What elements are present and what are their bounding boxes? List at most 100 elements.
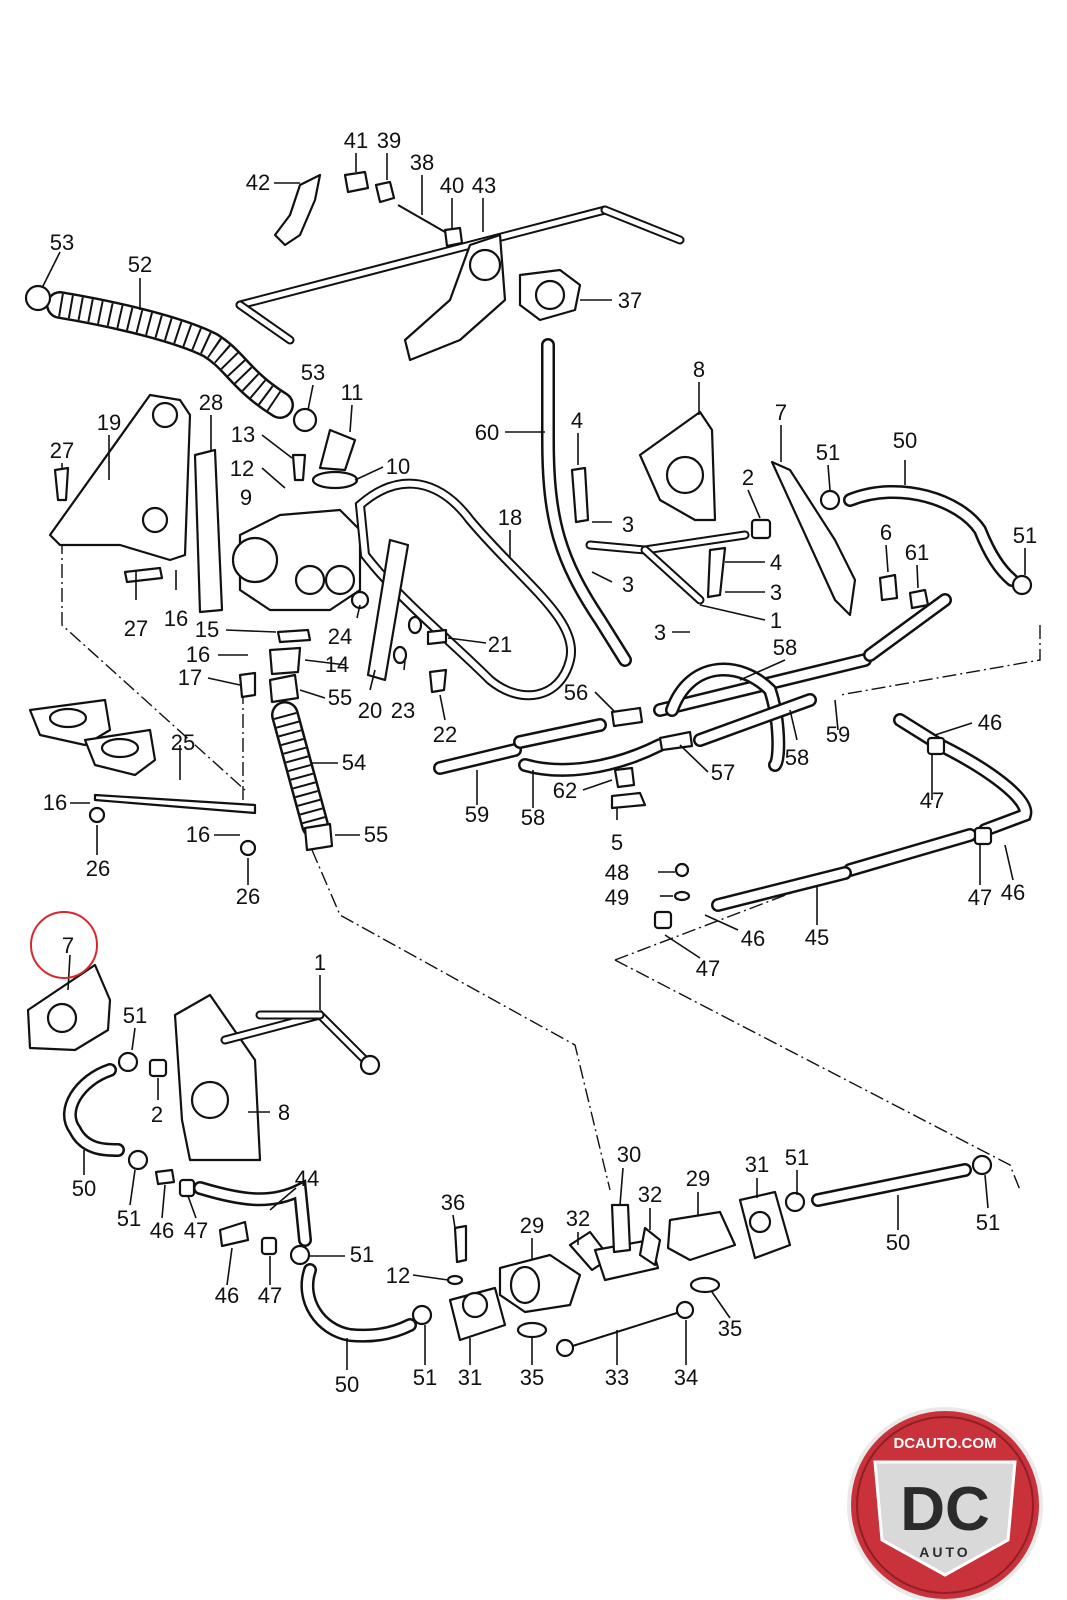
right-mid-line — [653, 713, 1033, 930]
tube-network — [433, 593, 952, 810]
fitting-46 — [154, 1168, 176, 1186]
washer-12 — [446, 1274, 464, 1286]
label-16-d: 16 — [186, 822, 210, 847]
label-46-e: 46 — [215, 1283, 239, 1308]
label-6: 6 — [880, 520, 892, 545]
label-22: 22 — [433, 722, 457, 747]
label-34: 34 — [674, 1365, 698, 1390]
label-15: 15 — [195, 617, 219, 642]
plate-28 — [193, 448, 224, 614]
tpiece-56 — [610, 706, 644, 728]
label-50-d: 50 — [335, 1372, 359, 1397]
label-3-c: 3 — [770, 580, 782, 605]
clamp-51-o — [411, 1304, 433, 1326]
label-38: 38 — [410, 150, 434, 175]
label-46-a: 46 — [978, 710, 1002, 735]
label-11: 11 — [341, 380, 364, 405]
clamp-55-top — [268, 673, 300, 704]
label-55-b: 55 — [364, 822, 388, 847]
label-51-a: 51 — [816, 440, 840, 465]
label-58-b: 58 — [785, 745, 809, 770]
label-24: 24 — [328, 624, 352, 649]
sleeve-47-low — [260, 1236, 278, 1256]
clamp-51-p — [784, 1191, 806, 1213]
label-4-top: 4 — [571, 408, 583, 433]
label-55-a: 55 — [328, 685, 352, 710]
label-26-b: 26 — [236, 884, 260, 909]
callout-labels: 41 39 42 38 40 43 53 52 37 53 11 60 4 8 … — [43, 128, 1037, 1397]
shield-7-top — [770, 460, 857, 617]
bolt-36 — [453, 1224, 468, 1264]
label-51-e: 51 — [785, 1145, 809, 1170]
label-12-low: 12 — [386, 1263, 410, 1288]
label-60: 60 — [475, 420, 499, 445]
banjo-1 — [359, 1054, 381, 1076]
label-48: 48 — [605, 860, 629, 885]
strap-20 — [366, 538, 410, 682]
dcauto-logo: DCAUTO.COM DC AUTO — [847, 1407, 1043, 1600]
label-16-a: 16 — [164, 606, 188, 631]
label-25: 25 — [171, 730, 195, 755]
clamp-51-n — [289, 1244, 311, 1266]
label-52: 52 — [128, 252, 152, 277]
label-35-b: 35 — [520, 1365, 544, 1390]
valve-29-right — [666, 1210, 737, 1262]
label-35-a: 35 — [718, 1316, 742, 1341]
label-39: 39 — [377, 128, 401, 153]
label-62: 62 — [553, 778, 577, 803]
label-50-c: 50 — [886, 1230, 910, 1255]
logo-sub-text: AUTO — [919, 1544, 970, 1560]
label-58-a: 58 — [773, 635, 797, 660]
clamp-53-mid — [292, 407, 318, 433]
label-28: 28 — [199, 390, 223, 415]
pump-9 — [231, 428, 362, 612]
clamp-51-b — [1011, 574, 1033, 596]
belt-18 — [354, 478, 577, 701]
label-57: 57 — [711, 760, 735, 785]
label-10: 10 — [386, 454, 410, 479]
nut-39 — [374, 180, 396, 204]
clamp-51-m — [127, 1149, 149, 1171]
label-51-b: 51 — [1013, 523, 1037, 548]
label-16-c: 16 — [43, 790, 67, 815]
bolt-33-head — [555, 1338, 575, 1358]
label-29-a: 29 — [686, 1166, 710, 1191]
label-58-c: 58 — [521, 805, 545, 830]
right-upper-lines — [570, 410, 1033, 617]
gasket-15 — [276, 628, 312, 644]
label-1-low: 1 — [314, 950, 326, 975]
nut-26-b — [239, 839, 257, 857]
label-21: 21 — [488, 632, 512, 657]
label-51-d: 51 — [117, 1206, 141, 1231]
label-56: 56 — [564, 680, 588, 705]
clamp-51-l — [117, 1051, 139, 1073]
clamp-51-q — [971, 1154, 993, 1176]
tpiece-57 — [658, 730, 694, 752]
fitting-61 — [908, 588, 930, 610]
label-36: 36 — [441, 1190, 465, 1215]
sleeve-47 — [178, 1178, 196, 1198]
bolt-4-right — [706, 546, 727, 599]
strap-25 — [93, 793, 257, 815]
logo-domain-text: DCAUTO.COM — [893, 1435, 996, 1452]
label-19: 19 — [97, 410, 121, 435]
leader-lines — [41, 153, 1026, 1370]
label-1-top: 1 — [770, 608, 782, 633]
pipe-60 — [541, 338, 632, 667]
label-45: 45 — [805, 925, 829, 950]
lower-left-group — [26, 963, 433, 1343]
label-43: 43 — [472, 173, 496, 198]
label-7-highlighted: 7 — [62, 933, 74, 958]
label-23: 23 — [391, 698, 415, 723]
clamp-53-top — [24, 284, 52, 312]
gasket-32-right — [638, 1226, 662, 1267]
label-41: 41 — [344, 128, 368, 153]
label-32-a: 32 — [638, 1182, 662, 1207]
screw-13 — [291, 453, 307, 482]
clip-62 — [613, 766, 636, 789]
label-51-f: 51 — [976, 1210, 1000, 1235]
logo-letters: DC — [900, 1475, 990, 1544]
bolt-27-low — [123, 566, 164, 584]
washer-49 — [673, 890, 691, 902]
